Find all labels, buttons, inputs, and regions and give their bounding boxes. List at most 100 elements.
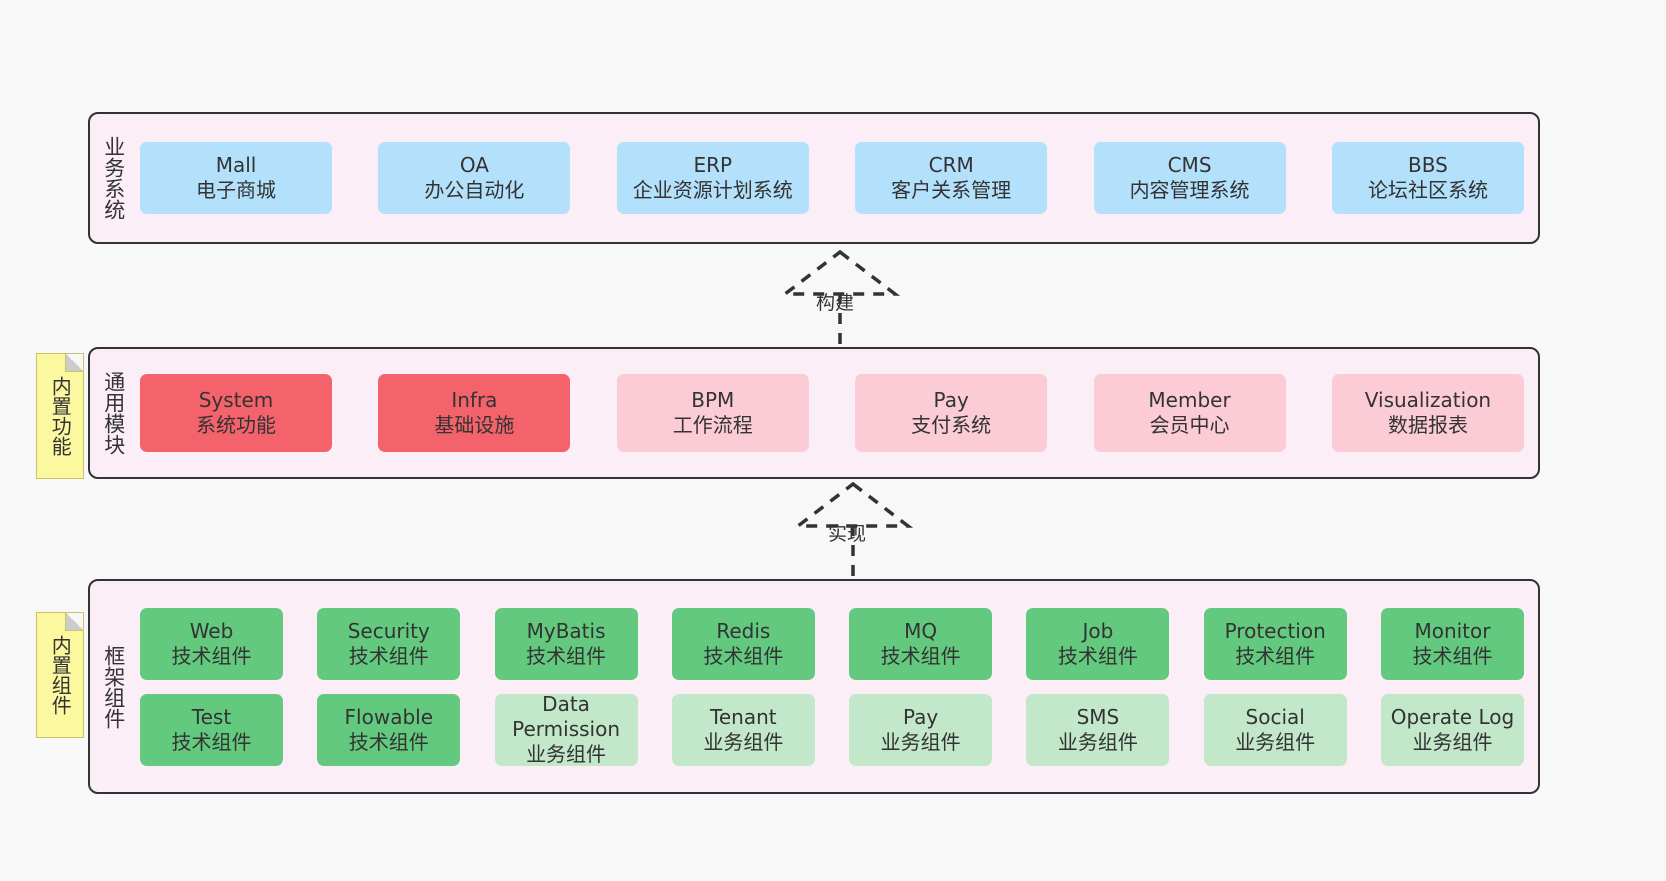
layer-title-common-modules: 通用模块 bbox=[101, 371, 126, 455]
node-mall[interactable]: Mall 电子商城 bbox=[140, 142, 332, 214]
node-label-en: CRM bbox=[928, 153, 974, 178]
node-label-cn: 技术组件 bbox=[348, 643, 429, 668]
node-job[interactable]: Job 技术组件 bbox=[1026, 607, 1170, 680]
node-label-cn: 系统功能 bbox=[196, 413, 276, 437]
node-pay-module[interactable]: Pay 支付系统 bbox=[855, 374, 1048, 452]
node-mq[interactable]: MQ 技术组件 bbox=[849, 607, 993, 680]
node-row: System 系统功能 Infra 基础设施 BPM 工作流程 Pay 支付系统… bbox=[140, 374, 1524, 452]
node-label-cn: 业务组件 bbox=[880, 729, 961, 754]
node-web[interactable]: Web 技术组件 bbox=[140, 607, 283, 680]
node-monitor[interactable]: Monitor 技术组件 bbox=[1380, 607, 1524, 680]
node-protection[interactable]: Protection 技术组件 bbox=[1203, 607, 1347, 680]
node-label-cn: 技术组件 bbox=[880, 643, 961, 668]
node-label-cn: 数据报表 bbox=[1387, 413, 1468, 437]
node-security[interactable]: Security 技术组件 bbox=[317, 607, 461, 680]
node-label-en: Flowable bbox=[344, 704, 434, 729]
connector-implement-label: 实现 bbox=[828, 523, 867, 545]
node-system[interactable]: System 系统功能 bbox=[140, 374, 332, 452]
node-label-en: Protection bbox=[1224, 618, 1326, 643]
node-label-en: OA bbox=[459, 153, 489, 178]
node-data-permission[interactable]: Data Permission 业务组件 bbox=[494, 692, 638, 766]
node-label-en: Infra bbox=[451, 388, 498, 413]
node-label-en: Web bbox=[189, 618, 234, 643]
note-builtin-component: 内置组件 bbox=[36, 612, 84, 738]
node-label-cn: 技术组件 bbox=[1235, 643, 1316, 668]
node-label-cn: 业务组件 bbox=[1235, 729, 1316, 754]
node-cms[interactable]: CMS 内容管理系统 bbox=[1093, 142, 1286, 214]
node-label-cn: 业务组件 bbox=[1412, 729, 1493, 754]
node-label-cn: 技术组件 bbox=[1412, 643, 1493, 668]
node-label-en: BPM bbox=[691, 388, 735, 413]
node-sms[interactable]: SMS 业务组件 bbox=[1026, 693, 1170, 766]
node-visualization[interactable]: Visualization 数据报表 bbox=[1331, 374, 1524, 452]
node-erp[interactable]: ERP 企业资源计划系统 bbox=[616, 142, 809, 214]
node-label-en: Redis bbox=[716, 618, 771, 643]
node-label-cn: 工作流程 bbox=[672, 413, 753, 437]
layer-framework-components: 框架组件 Web 技术组件 Security 技术组件 MyBatis 技术组件… bbox=[88, 579, 1540, 794]
node-label-en: ERP bbox=[693, 153, 733, 178]
node-label-en: Test bbox=[191, 704, 232, 729]
node-pay-component[interactable]: Pay 业务组件 bbox=[849, 693, 993, 766]
node-label-en: Pay bbox=[933, 388, 969, 413]
node-redis[interactable]: Redis 技术组件 bbox=[671, 607, 815, 680]
connector-build-label: 构建 bbox=[816, 292, 855, 314]
layer-body-common-modules: System 系统功能 Infra 基础设施 BPM 工作流程 Pay 支付系统… bbox=[136, 349, 1538, 477]
node-label-cn: 办公自动化 bbox=[424, 178, 525, 202]
node-mybatis[interactable]: MyBatis 技术组件 bbox=[494, 607, 638, 680]
node-bbs[interactable]: BBS 论坛社区系统 bbox=[1331, 142, 1524, 214]
node-label-cn: 企业资源计划系统 bbox=[632, 178, 793, 202]
node-label-cn: 支付系统 bbox=[911, 413, 992, 437]
node-label-en: BBS bbox=[1408, 153, 1448, 178]
node-label-en: CMS bbox=[1167, 153, 1212, 178]
node-label-cn: 论坛社区系统 bbox=[1367, 178, 1488, 202]
node-label-cn: 技术组件 bbox=[348, 729, 429, 754]
node-label-en: Pay bbox=[902, 704, 939, 729]
node-crm[interactable]: CRM 客户关系管理 bbox=[855, 142, 1048, 214]
node-label-cn: 基础设施 bbox=[434, 413, 515, 437]
node-label-en: Operate Log bbox=[1390, 704, 1515, 729]
node-label-en: Social bbox=[1245, 704, 1305, 729]
node-label-en: Data Permission bbox=[512, 692, 620, 742]
node-label-cn: 技术组件 bbox=[171, 643, 252, 668]
node-member[interactable]: Member 会员中心 bbox=[1093, 374, 1286, 452]
node-social[interactable]: Social 业务组件 bbox=[1203, 693, 1347, 766]
node-label-cn: 内容管理系统 bbox=[1129, 178, 1250, 202]
node-label-cn: 会员中心 bbox=[1149, 413, 1230, 437]
node-row: Test 技术组件 Flowable 技术组件 Data Permission … bbox=[140, 692, 1524, 766]
node-label-en: Mall bbox=[215, 153, 257, 178]
layer-business-systems: 业务系统 Mall 电子商城 OA 办公自动化 ERP 企业资源计划系统 CRM… bbox=[88, 112, 1540, 244]
layer-title-business-systems: 业务系统 bbox=[101, 136, 126, 220]
node-oa[interactable]: OA 办公自动化 bbox=[378, 142, 571, 214]
node-label-en: Tenant bbox=[710, 704, 777, 729]
node-label-en: Monitor bbox=[1414, 618, 1491, 643]
node-label-en: Security bbox=[347, 618, 430, 643]
node-label-en: Visualization bbox=[1364, 388, 1492, 413]
node-label-cn: 技术组件 bbox=[1057, 643, 1138, 668]
node-label-cn: 业务组件 bbox=[703, 729, 784, 754]
node-row: Mall 电子商城 OA 办公自动化 ERP 企业资源计划系统 CRM 客户关系… bbox=[140, 142, 1524, 214]
node-label-en: System bbox=[198, 388, 274, 413]
layer-title-framework-components: 框架组件 bbox=[101, 644, 126, 729]
node-label-en: MyBatis bbox=[526, 618, 606, 643]
node-operate-log[interactable]: Operate Log 业务组件 bbox=[1380, 693, 1524, 766]
node-row: Web 技术组件 Security 技术组件 MyBatis 技术组件 Redi… bbox=[140, 607, 1524, 680]
node-label-cn: 技术组件 bbox=[703, 643, 784, 668]
node-infra[interactable]: Infra 基础设施 bbox=[378, 374, 571, 452]
node-label-cn: 客户关系管理 bbox=[891, 178, 1012, 202]
node-label-en: Member bbox=[1148, 388, 1231, 413]
node-label-cn: 技术组件 bbox=[171, 729, 252, 754]
node-label-en: MQ bbox=[904, 618, 938, 643]
note-builtin-function: 内置功能 bbox=[36, 353, 84, 479]
node-test[interactable]: Test 技术组件 bbox=[140, 693, 283, 766]
node-tenant[interactable]: Tenant 业务组件 bbox=[671, 693, 815, 766]
node-label-cn: 技术组件 bbox=[526, 643, 607, 668]
layer-body-business-systems: Mall 电子商城 OA 办公自动化 ERP 企业资源计划系统 CRM 客户关系… bbox=[136, 114, 1538, 242]
node-flowable[interactable]: Flowable 技术组件 bbox=[317, 693, 461, 766]
node-label-cn: 业务组件 bbox=[1057, 729, 1138, 754]
layer-common-modules: 通用模块 System 系统功能 Infra 基础设施 BPM 工作流程 Pay… bbox=[88, 347, 1540, 479]
node-bpm[interactable]: BPM 工作流程 bbox=[616, 374, 809, 452]
node-label-cn: 业务组件 bbox=[526, 741, 607, 766]
layer-body-framework-components: Web 技术组件 Security 技术组件 MyBatis 技术组件 Redi… bbox=[136, 581, 1538, 792]
node-label-cn: 电子商城 bbox=[196, 178, 276, 202]
